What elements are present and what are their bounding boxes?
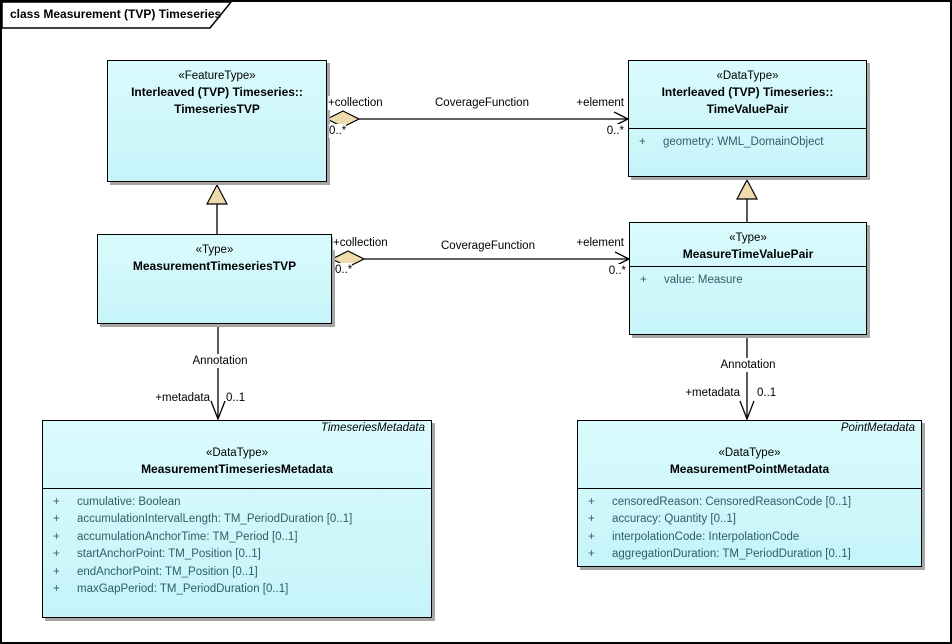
class-header: «Type» MeasurementTimeseriesTVP [98, 235, 331, 275]
attribute-row: +value: Measure [640, 274, 743, 286]
frame-title: class Measurement (TVP) Timeseries [10, 7, 222, 21]
frame-title-tab [2, 2, 232, 29]
annotation1-target-role-label: +metadata [140, 391, 210, 405]
attribute-row: +accumulationAnchorTime: TM_Period [0..1… [53, 530, 298, 543]
coverage2-target-role-label: +element [562, 236, 624, 250]
attribute-row: +startAnchorPoint: TM_Position [0..1] [53, 548, 261, 561]
class-name: MeasureTimeValuePair [682, 247, 814, 261]
attribute-row: +accumulationIntervalLength: TM_PeriodDu… [53, 513, 353, 526]
class-box-measure-time-value-pair: «Type» MeasureTimeValuePair +value: Meas… [629, 222, 867, 335]
coverage1-source-multiplicity: 0..* [329, 124, 347, 138]
annotation1-open-arrow-icon [210, 400, 226, 421]
class-name: TimeseriesTVP [174, 102, 260, 116]
coverage1-name-label: CoverageFunction [427, 96, 537, 110]
coverage2-target-multiplicity: 0..* [598, 264, 626, 278]
class-box-time-value-pair: «DataType» Interleaved (TVP) Timeseries:… [628, 60, 867, 177]
stereotype-label: «DataType» [718, 447, 781, 459]
generalization2-triangle-icon [736, 178, 758, 200]
coverage2-source-role-label: +collection [333, 236, 388, 250]
attribute-row: +geometry: WML_DomainObject [639, 136, 824, 148]
annotation2-name-label: Annotation [712, 358, 784, 372]
class-name: Interleaved (TVP) Timeseries:: [131, 85, 303, 99]
class-name: MeasurementPointMetadata [669, 462, 830, 476]
class-header: «DataType» Interleaved (TVP) Timeseries:… [629, 61, 866, 128]
coverage1-target-multiplicity: 0..* [598, 124, 624, 138]
class-name: Interleaved (TVP) Timeseries:: [661, 85, 834, 99]
class-box-measurement-timeseries-tvp: «Type» MeasurementTimeseriesTVP [97, 234, 332, 324]
attribute-row: +interpolationCode: InterpolationCode [588, 530, 800, 543]
classifier-tag: TimeseriesMetadata [320, 422, 425, 434]
attribute-list: +censoredReason: CensoredReasonCode [0..… [578, 488, 921, 564]
classifier-tag: PointMetadata [840, 422, 915, 434]
attribute-row: +cumulative: Boolean [53, 496, 181, 508]
class-name: TimeValuePair [706, 102, 789, 116]
stereotype-label: «Type» [729, 232, 767, 244]
class-box-measurement-timeseries-metadata: TimeseriesMetadata «DataType» Measuremen… [42, 420, 432, 618]
class-header: PointMetadata «DataType» MeasurementPoin… [578, 421, 921, 488]
class-box-measurement-point-metadata: PointMetadata «DataType» MeasurementPoin… [577, 420, 922, 567]
attribute-row: +aggregationDuration: TM_PeriodDuration … [588, 548, 851, 561]
coverage2-source-multiplicity: 0..* [335, 263, 353, 277]
class-name: MeasurementTimeseriesTVP [132, 259, 297, 273]
attribute-list: +cumulative: Boolean +accumulationInterva… [43, 488, 431, 598]
attribute-row: +accuracy: Quantity [0..1] [588, 513, 737, 526]
attribute-list: +value: Measure [630, 266, 866, 289]
attribute-row: +censoredReason: CensoredReasonCode [0..… [588, 496, 852, 508]
annotation1-target-multiplicity: 0..1 [226, 391, 246, 405]
attribute-row: +maxGapPeriod: TM_PeriodDuration [0..1] [53, 583, 289, 596]
class-header: TimeseriesMetadata «DataType» Measuremen… [43, 421, 431, 488]
annotation2-open-arrow-icon [739, 400, 755, 421]
annotation2-target-multiplicity: 0..1 [757, 386, 777, 400]
stereotype-label: «DataType» [716, 70, 779, 82]
annotation1-name-label: Annotation [184, 354, 256, 368]
attribute-list: +geometry: WML_DomainObject [629, 128, 866, 151]
generalization1-triangle-icon [206, 183, 228, 205]
coverage2-name-label: CoverageFunction [432, 239, 544, 253]
class-header: «Type» MeasureTimeValuePair [630, 223, 866, 266]
class-header: «FeatureType» Interleaved (TVP) Timeseri… [108, 61, 326, 118]
coverage1-source-role-label: +collection [328, 96, 383, 110]
stereotype-label: «Type» [195, 244, 234, 256]
class-box-timeseries-tvp: «FeatureType» Interleaved (TVP) Timeseri… [107, 60, 327, 182]
class-name: MeasurementTimeseriesMetadata [141, 462, 333, 476]
stereotype-label: «FeatureType» [178, 70, 256, 82]
annotation2-target-role-label: +metadata [668, 386, 740, 400]
coverage1-target-role-label: +element [562, 96, 624, 110]
stereotype-label: «DataType» [205, 447, 268, 459]
attribute-row: +endAnchorPoint: TM_Position [0..1] [53, 565, 258, 578]
